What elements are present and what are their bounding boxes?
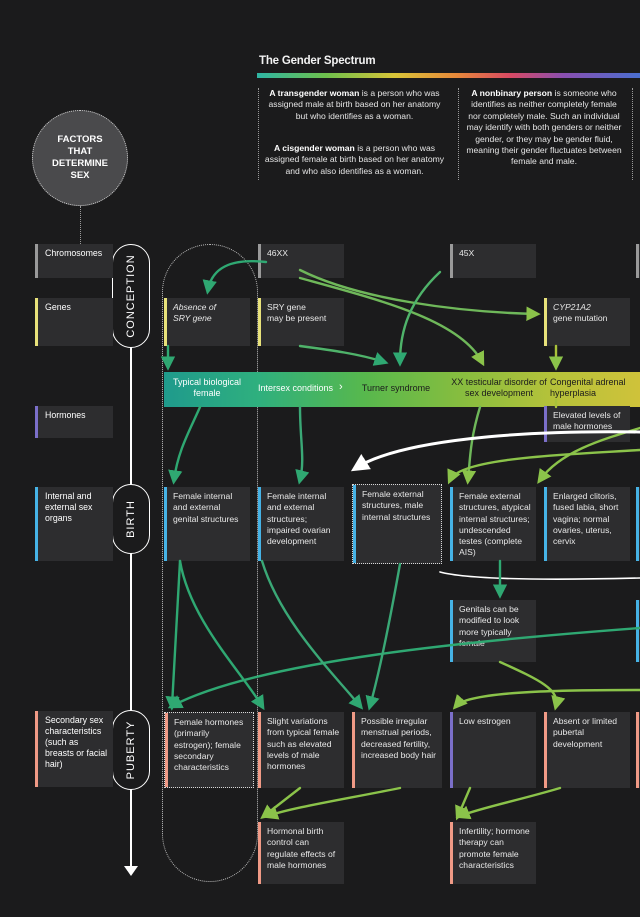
gene-absence-sry: Absence of SRY gene (164, 298, 250, 346)
organ-offscreen-2 (636, 600, 640, 662)
arrow-intersex-to-impaired (295, 405, 310, 485)
definition-divider (458, 88, 459, 180)
arrow-turner-to-irregular (365, 562, 402, 711)
gene-sry-present: SRY gene may be present (258, 298, 344, 346)
secondary-slight-variations: Slight variations from typical female su… (258, 712, 344, 788)
page-title: The Gender Spectrum (259, 55, 376, 67)
band-xx-disorder: XX testicular disorder of sex developmen… (451, 377, 547, 398)
secondary-irregular: Possible irregular menstrual periods, de… (352, 712, 442, 788)
definition-divider-right (632, 88, 633, 180)
transgender-text: is a person who was assigned male at bir… (268, 88, 441, 121)
stage-conception: CONCEPTION (112, 244, 150, 348)
organ-female-external-male-internal: Female external structures, male interna… (352, 484, 442, 564)
arrow-typical-to-organs (168, 405, 202, 485)
cisgender-definition: A cisgender woman is a person who was as… (262, 143, 447, 177)
arrow-impaired-to-irregular (260, 559, 364, 710)
category-secondary: Secondary sex characteristics (such as b… (35, 711, 113, 787)
timeline-line (130, 340, 132, 870)
circle-connector (80, 206, 81, 244)
arrow-offscreen-to-low-estrogen (452, 688, 640, 710)
arrow-organs-to-female-hormones (165, 559, 182, 711)
category-genes: Genes (35, 298, 113, 346)
stage-birth: BIRTH (112, 484, 150, 554)
conditions-band (164, 372, 640, 407)
timeline-arrow-icon (124, 866, 138, 876)
arrow-sry-to-turner (298, 344, 389, 366)
organ-enlarged-clitoris: Enlarged clitoris, fused labia, short va… (544, 487, 630, 561)
chromosome-45x: 45X (450, 244, 536, 278)
organ-atypical: Female external structures, atypical int… (450, 487, 536, 561)
category-hormones: Hormones (35, 406, 113, 438)
gene-cyp-name: CYP21A2 (553, 302, 591, 312)
spectrum-bar (257, 73, 640, 78)
secondary-low-estrogen: Low estrogen (450, 712, 536, 788)
gene-sry-name: SRY gene (267, 302, 306, 312)
category-organs: Internal and external sex organs (35, 487, 113, 561)
gene-absence-name: SRY gene (173, 313, 212, 324)
cisgender-term: A cisgender woman (273, 143, 355, 153)
arrow-offscreen-to-female-hormones (167, 626, 640, 709)
transgender-definition: A transgender woman is a person who was … (262, 88, 447, 122)
factors-circle: FACTORS THAT DETERMINE SEX (32, 110, 128, 206)
arrow-offscreen-to-atypical (447, 448, 640, 485)
secondary-infertility: Infertility; hormone therapy can promote… (450, 822, 536, 884)
gene-cyp21a2: CYP21A2 gene mutation (544, 298, 630, 346)
chevron-right-icon: › (339, 381, 343, 393)
secondary-absent-puberty: Absent or limited pubertal development (544, 712, 630, 788)
arrow-white-lower (439, 571, 640, 580)
secondary-female-hormones: Female hormones (primarily estrogen); fe… (164, 712, 254, 788)
cisgender-text: is a person who was assigned female at b… (264, 143, 445, 176)
secondary-offscreen (636, 712, 640, 788)
band-cah: Congenital adrenal hyperplasia (550, 377, 626, 398)
band-intersex: Intersex conditions (258, 383, 334, 393)
secondary-birth-control: Hormonal birth control can regulate effe… (258, 822, 344, 884)
transgender-term: A transgender woman (269, 88, 360, 98)
arrow-low-estrogen-to-infertility (455, 786, 472, 821)
gene-absence-prefix: Absence of (173, 302, 216, 312)
gene-sry-suffix: may be present (267, 313, 327, 324)
arrow-xx-to-atypical (461, 405, 482, 485)
arrow-modified-to-absent (498, 660, 566, 711)
arrow-organs-to-slight (178, 559, 265, 711)
definition-divider-left (258, 88, 259, 180)
arrow-46xx-to-xx (298, 276, 485, 367)
arrow-white-to-male-internal (350, 430, 640, 472)
chromosome-offscreen (636, 244, 640, 278)
typical-female-outline (162, 244, 258, 882)
chromosome-46xx: 46XX (258, 244, 344, 278)
category-chromosomes: Chromosomes (35, 244, 113, 278)
nonbinary-text: is someone who identifies as neither com… (466, 88, 622, 167)
organ-modified: Genitals can be modified to look more ty… (450, 600, 536, 662)
nonbinary-definition: A nonbinary person is someone who identi… (464, 88, 624, 168)
band-turner: Turner syndrome (361, 383, 431, 393)
arrow-absent-to-infertility (455, 786, 562, 820)
stage-puberty: PUBERTY (112, 710, 150, 790)
nonbinary-term: A nonbinary person (471, 88, 553, 98)
organ-impaired-ovarian: Female internal and external structures;… (258, 487, 344, 561)
gene-cyp-suffix: gene mutation (553, 313, 608, 324)
arrow-irregular-to-birth-control (263, 786, 402, 820)
arrow-45x-to-turner (392, 270, 442, 367)
band-typical: Typical biological female (172, 377, 242, 398)
organ-offscreen (636, 487, 640, 561)
factors-title: FACTORS THAT DETERMINE SEX (52, 134, 108, 181)
arrow-46xx-to-absence (202, 259, 268, 295)
arrow-46xx-to-cyp (298, 268, 541, 321)
organ-female-structures: Female internal and external genital str… (164, 487, 250, 561)
